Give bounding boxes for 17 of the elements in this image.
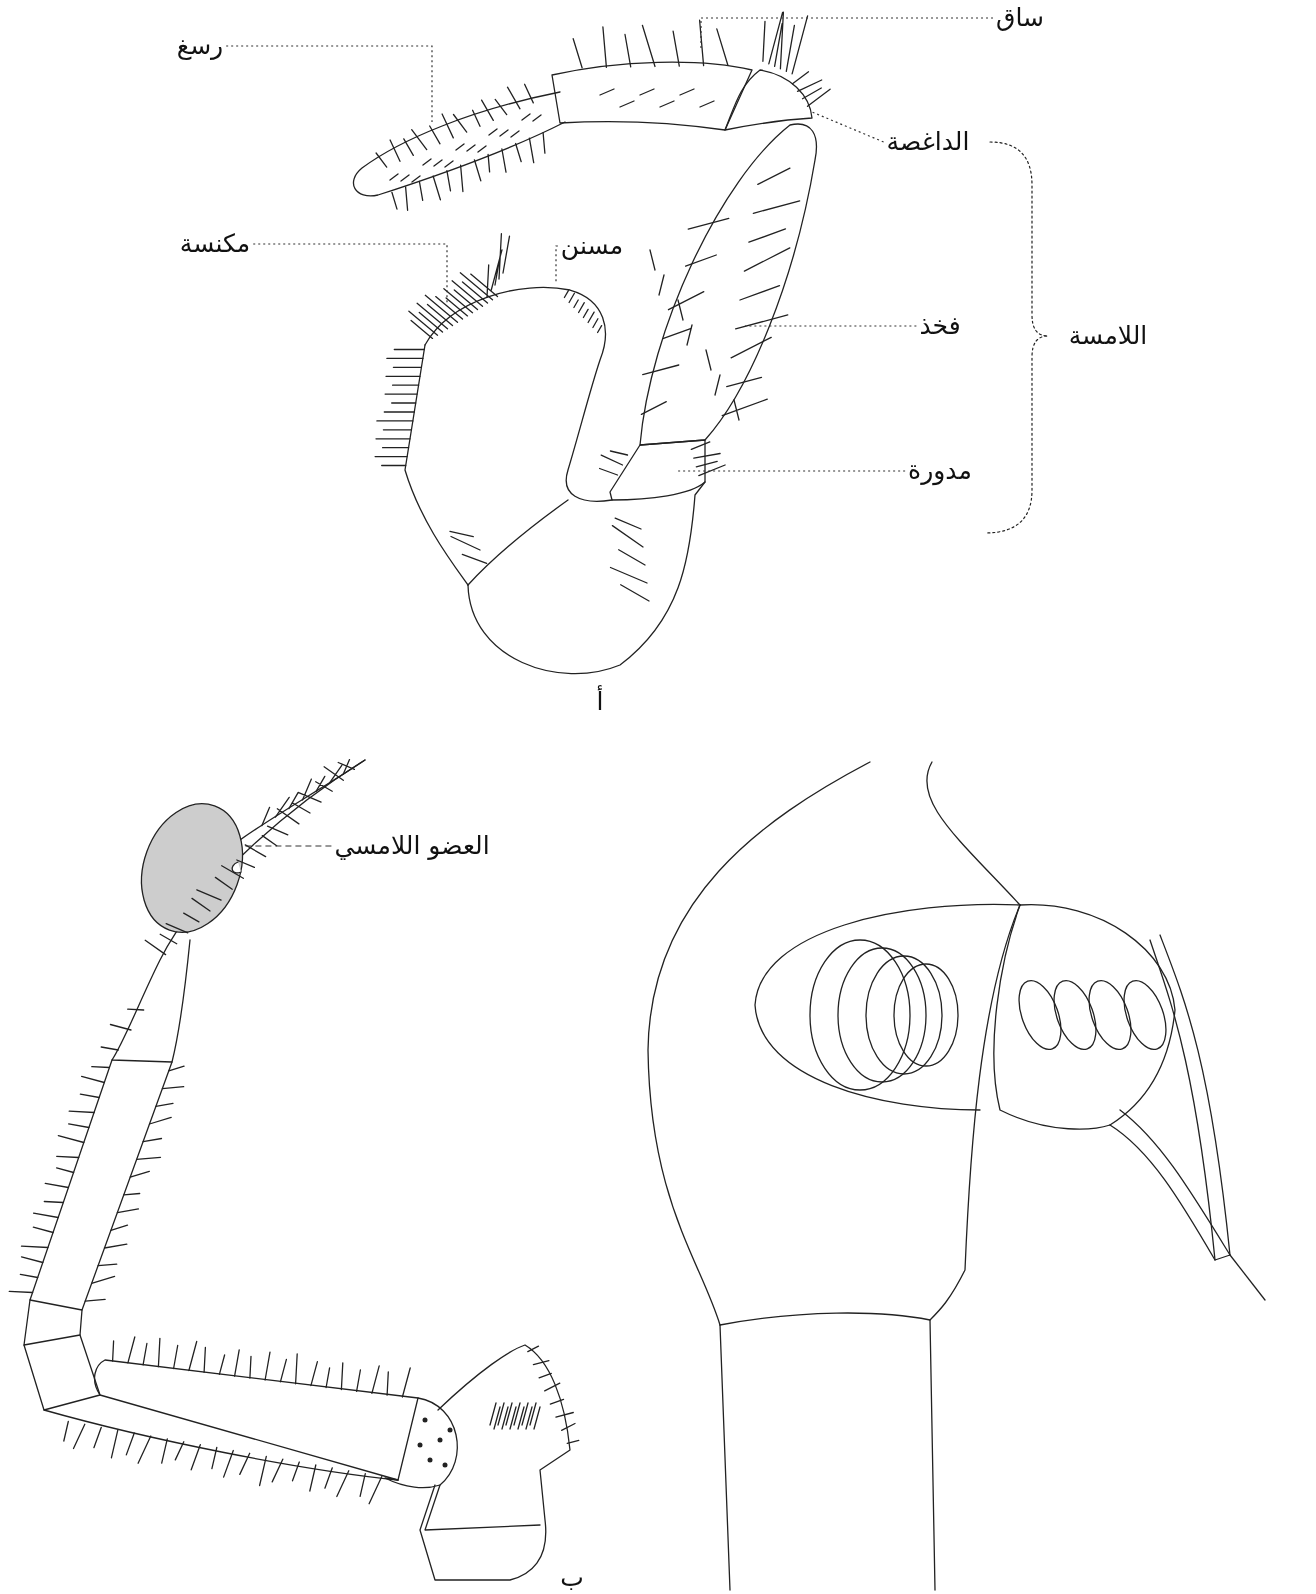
leader-line: [225, 45, 433, 123]
figure-letter: أ: [595, 687, 605, 717]
leader-line: [555, 245, 559, 283]
leader-line: [811, 111, 885, 143]
part-label: العضو اللامسي: [332, 831, 492, 861]
leader-line: [744, 325, 917, 327]
part-label: مكنسة: [177, 229, 253, 259]
figure-letter: ب: [559, 1563, 585, 1593]
leader-line: [243, 845, 332, 847]
part-label: فخذ: [917, 311, 963, 341]
part-label: رسغ: [174, 31, 226, 61]
part-label: ساق: [994, 3, 1046, 33]
leader-line: [675, 470, 906, 472]
part-label: الداغصة: [884, 127, 972, 157]
bracket-label: اللامسة: [1066, 321, 1150, 351]
part-label: مسنن: [558, 231, 626, 261]
part-label: مدورة: [906, 456, 974, 486]
